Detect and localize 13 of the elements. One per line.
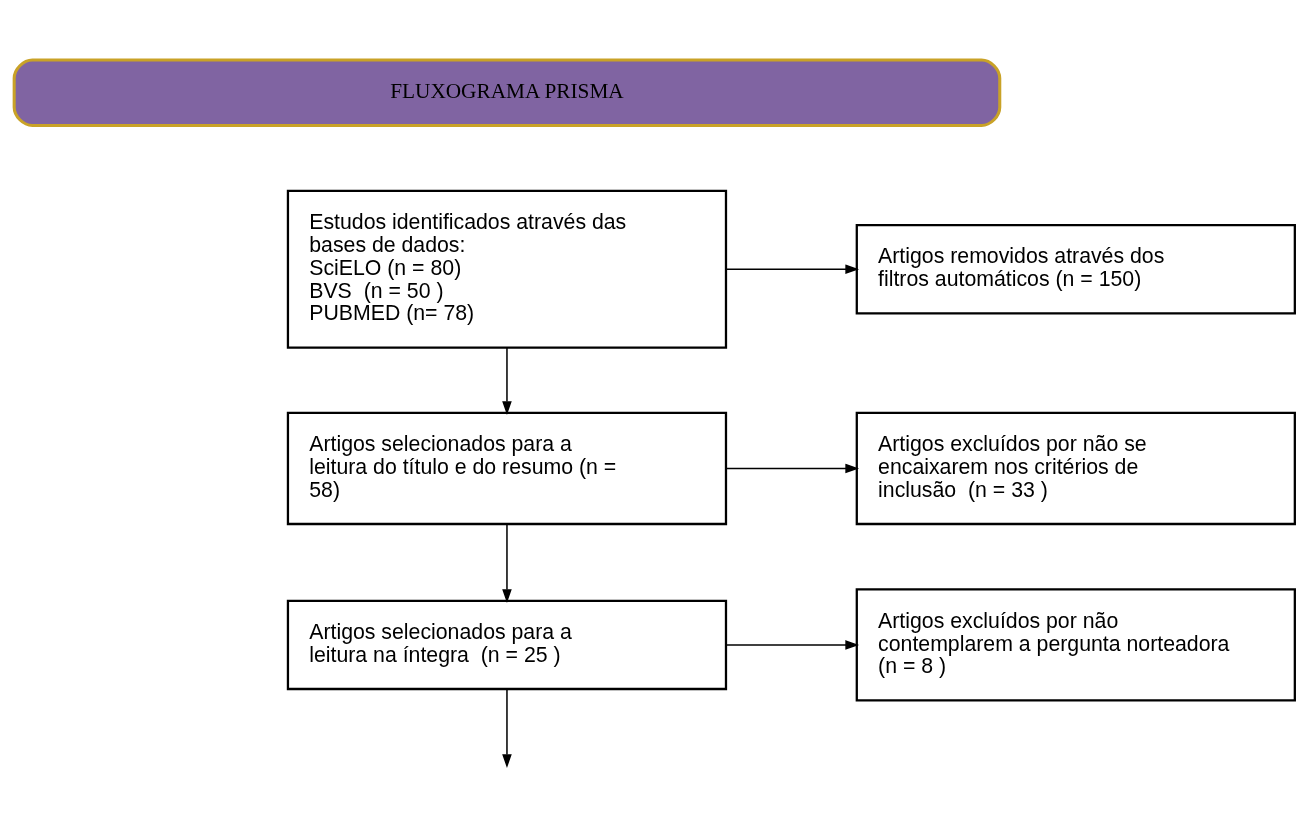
node-box: Artigos excluídos por não se encaixarem nos critérios de inclusão (n = 33 ) xyxy=(855,411,1296,525)
arrow xyxy=(502,688,512,768)
node-box: Estudos identificados através das bases de dados: SciELO (n = 80) BVS (n = 50 ) PUBMED (n= 78) xyxy=(286,189,728,349)
node-box: Artigos removidos através dos filtros automáticos (n = 150) xyxy=(855,223,1296,314)
node-box: Artigos selecionados para a leitura do título e do resumo (n = 58) xyxy=(286,411,728,525)
arrow xyxy=(502,523,512,603)
arrow xyxy=(725,639,860,650)
node-box: Artigos selecionados para a leitura na íntegra (n = 25 ) xyxy=(286,599,728,690)
arrow xyxy=(725,263,860,274)
node-box: FLUXOGRAMA PRISMA xyxy=(12,58,1002,127)
arrow xyxy=(502,346,512,415)
arrow xyxy=(725,463,860,473)
node-box: Artigos excluídos por não contemplarem a pergunta norteadora (n = 8 ) xyxy=(855,587,1296,702)
